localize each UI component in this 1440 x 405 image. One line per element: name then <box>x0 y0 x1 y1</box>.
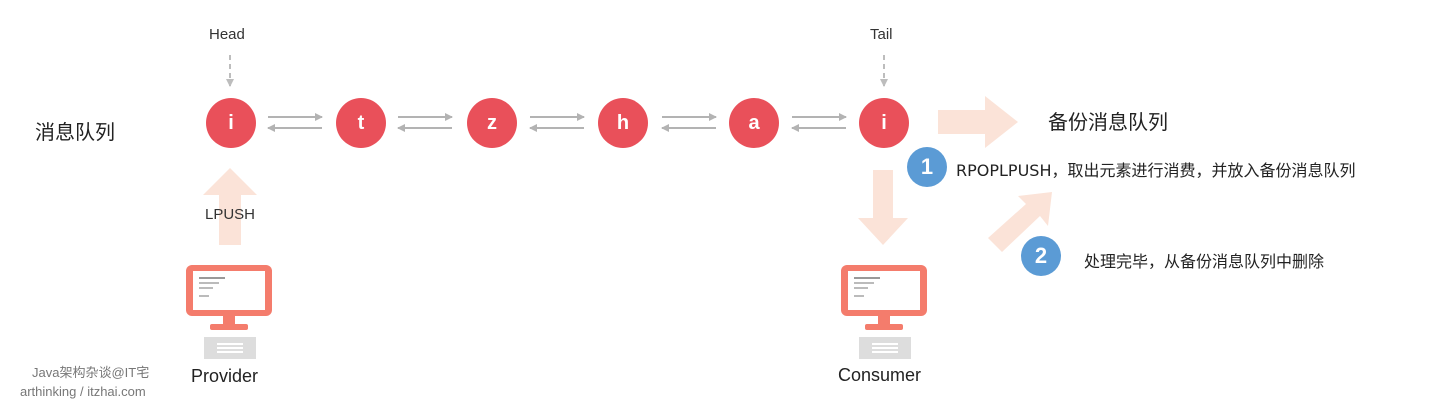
queue-title: 消息队列 <box>35 120 115 144</box>
lpush-up-arrow <box>203 168 257 245</box>
consumer-computer-icon <box>841 265 927 359</box>
queue-node-5: a <box>729 98 779 148</box>
queue-node-2: t <box>336 98 386 148</box>
provider-computer-icon <box>186 265 272 359</box>
link-connectors <box>267 113 847 132</box>
queue-node-1: i <box>206 98 256 148</box>
watermark-line-2: arthinking / itzhai.com <box>20 384 146 399</box>
step-2-text: 处理完毕，从备份消息队列中删除 <box>1084 252 1325 271</box>
watermark-line-1: Java架构杂谈@IT宅 <box>32 365 150 380</box>
consumer-label: Consumer <box>838 365 922 385</box>
delete-diagonal-arrow <box>988 192 1052 252</box>
step-1-badge: 1 <box>907 147 947 187</box>
backup-right-arrow <box>938 96 1018 148</box>
tail-label: Tail <box>870 26 893 43</box>
lpush-label: LPUSH <box>205 206 256 223</box>
queue-node-6: i <box>859 98 909 148</box>
head-label: Head <box>209 26 245 43</box>
provider-label: Provider <box>191 366 259 386</box>
queue-node-4: h <box>598 98 648 148</box>
consume-down-arrow <box>858 170 908 245</box>
step-1-text: RPOPLPUSH，取出元素进行消费，并放入备份消息队列 <box>956 161 1356 180</box>
queue-node-3: z <box>467 98 517 148</box>
backup-queue-label: 备份消息队列 <box>1048 110 1168 134</box>
step-2-badge: 2 <box>1021 236 1061 276</box>
